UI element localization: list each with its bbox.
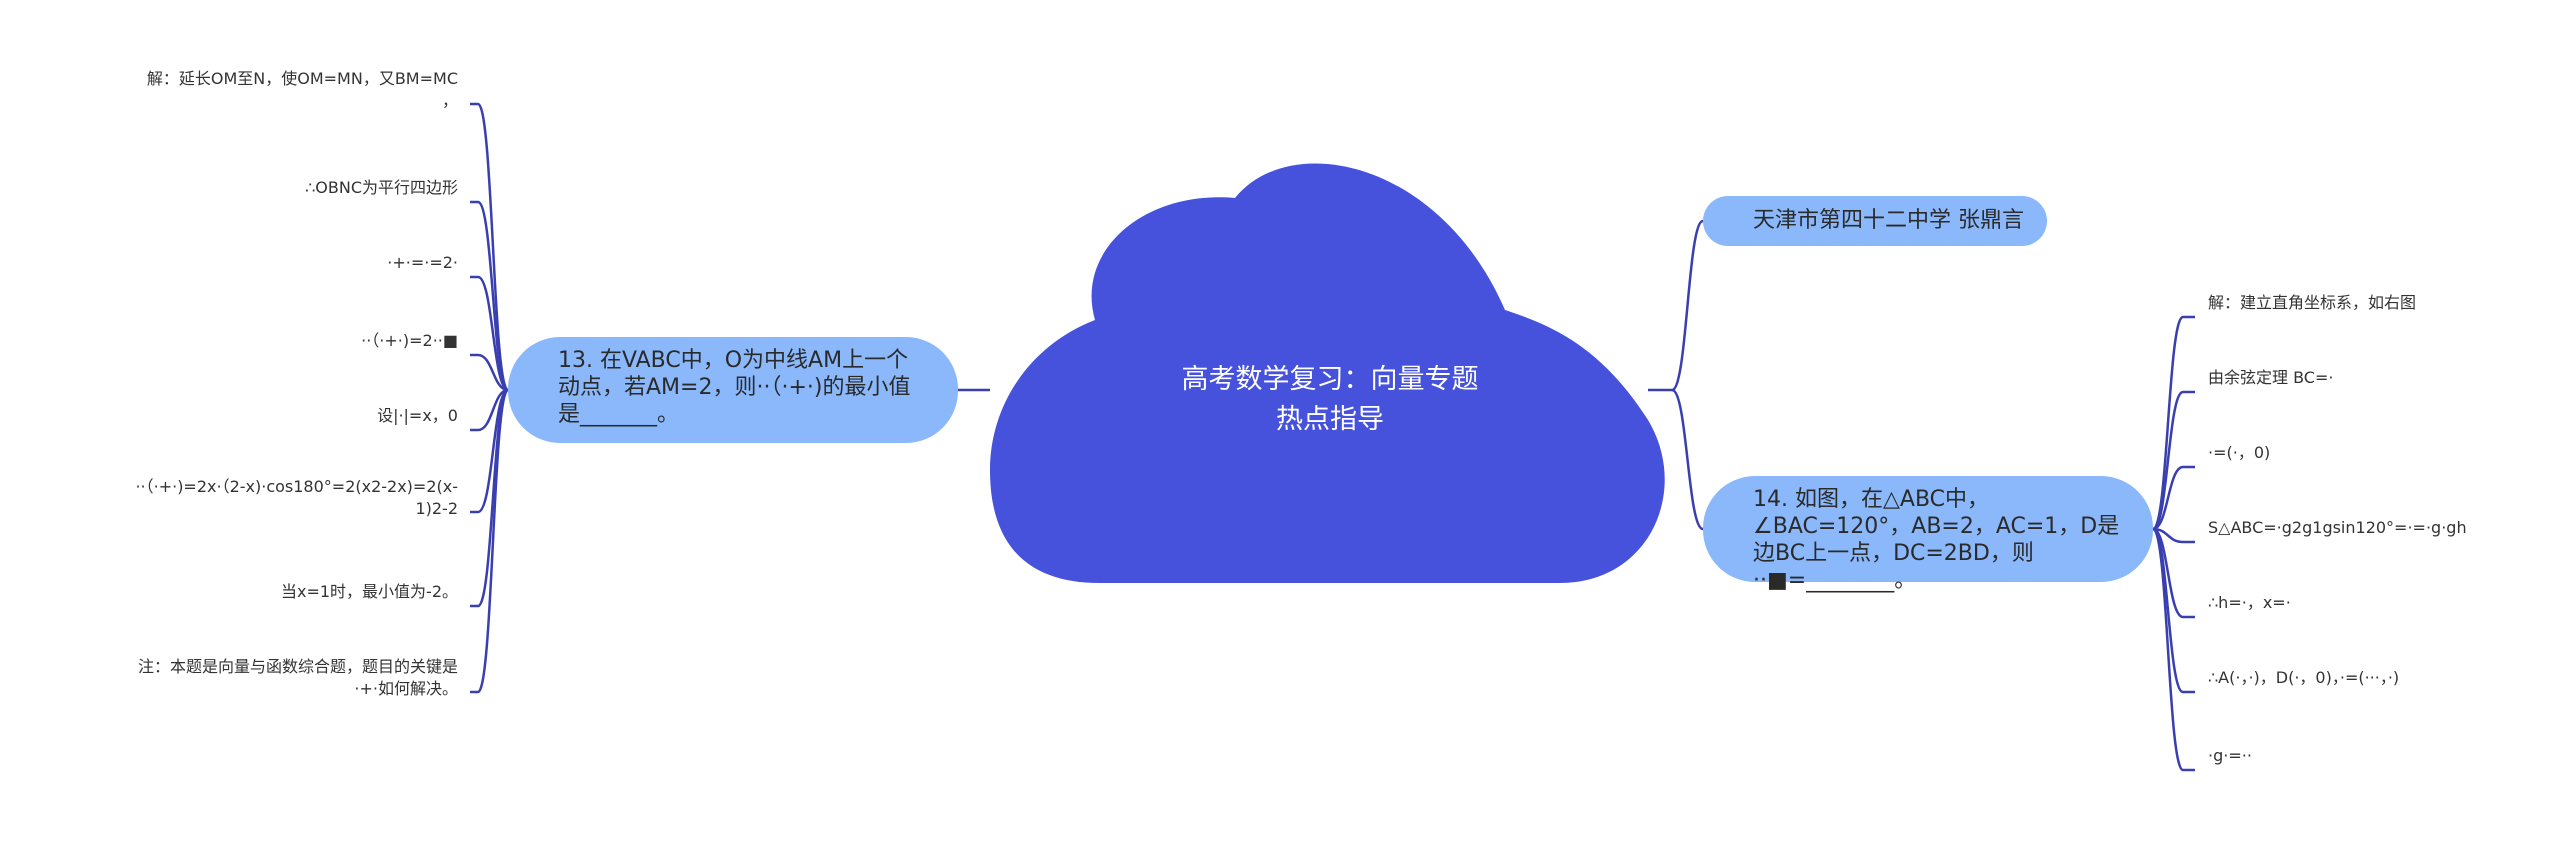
q13-step-4[interactable]: ··（·+·)=2··■ — [361, 331, 458, 350]
q13-step-6[interactable]: ··（·+·)=2x·（2-x)·cos180°=2(x2-2x)=2(x- 1… — [135, 477, 458, 518]
connector-q14-step-7 — [2151, 527, 2185, 772]
question-13-label: 13. 在VABC中，O为中线AM上一个动点，若AM=2，则··（·+·)的最小… — [558, 348, 911, 427]
q13-step-3[interactable]: ·+·=·=2· — [387, 253, 458, 272]
q13-step-8[interactable]: 注：本题是向量与函数综合题，题目的关键是 ·+·如何解决。 — [137, 657, 458, 698]
question-14-node[interactable]: 14. 如图，在△ABC中，∠BAC=120°，AB=2，AC=1，D是边BC上… — [1703, 476, 2153, 593]
connector-root-q14 — [1671, 388, 1704, 531]
q14-step-4[interactable]: S△ABC=·g2g1gsin120°=·=·g·gh — [2208, 518, 2467, 537]
author-node-label: 天津市第四十二中学 张鼎言 — [1753, 208, 2024, 233]
q14-step-5[interactable]: ∴h=·，x=· — [2208, 593, 2291, 612]
connector-root-author — [1671, 219, 1704, 392]
root-cloud-shape — [990, 163, 1665, 583]
author-node[interactable]: 天津市第四十二中学 张鼎言 — [1703, 196, 2047, 246]
connector-q14-step-2 — [2152, 390, 2184, 531]
question-14-label: 14. 如图，在△ABC中，∠BAC=120°，AB=2，AC=1，D是边BC上… — [1753, 487, 2120, 593]
question-13-node[interactable]: 13. 在VABC中，O为中线AM上一个动点，若AM=2，则··（·+·)的最小… — [508, 337, 958, 443]
q14-step-6[interactable]: ∴A(·，·)，D(·，0)，·=(···，·) — [2208, 668, 2400, 687]
q14-step-2[interactable]: 由余弦定理 BC=· — [2208, 368, 2334, 387]
connector-q13-step-1 — [476, 102, 510, 392]
connector-q13-step-3 — [477, 275, 509, 392]
q13-step-1[interactable]: 解：延长OM至N，使OM=MN，又BM=MC ， — [146, 69, 458, 110]
q13-step-5[interactable]: 设|·|=x，0 — [377, 406, 458, 425]
connector-q13-step-2 — [476, 200, 510, 392]
connector-q13-step-4 — [477, 353, 509, 392]
root-node-title[interactable]: 高考数学复习：向量专题 热点指导 — [1181, 364, 1479, 435]
connector-lines — [470, 102, 2195, 772]
connector-q14-step-3 — [2152, 465, 2184, 531]
q13-step-2[interactable]: ∴OBNC为平行四边形 — [305, 178, 458, 197]
connector-q13-step-7 — [476, 388, 510, 608]
q14-step-1[interactable]: 解：建立直角坐标系，如右图 — [2208, 293, 2417, 312]
q14-step-3[interactable]: ·=(·，0) — [2208, 443, 2271, 462]
connector-q13-step-8 — [476, 388, 510, 694]
q13-step-7[interactable]: 当x=1时，最小值为-2。 — [280, 582, 458, 601]
q14-step-7[interactable]: ·g·=·· — [2208, 746, 2252, 765]
